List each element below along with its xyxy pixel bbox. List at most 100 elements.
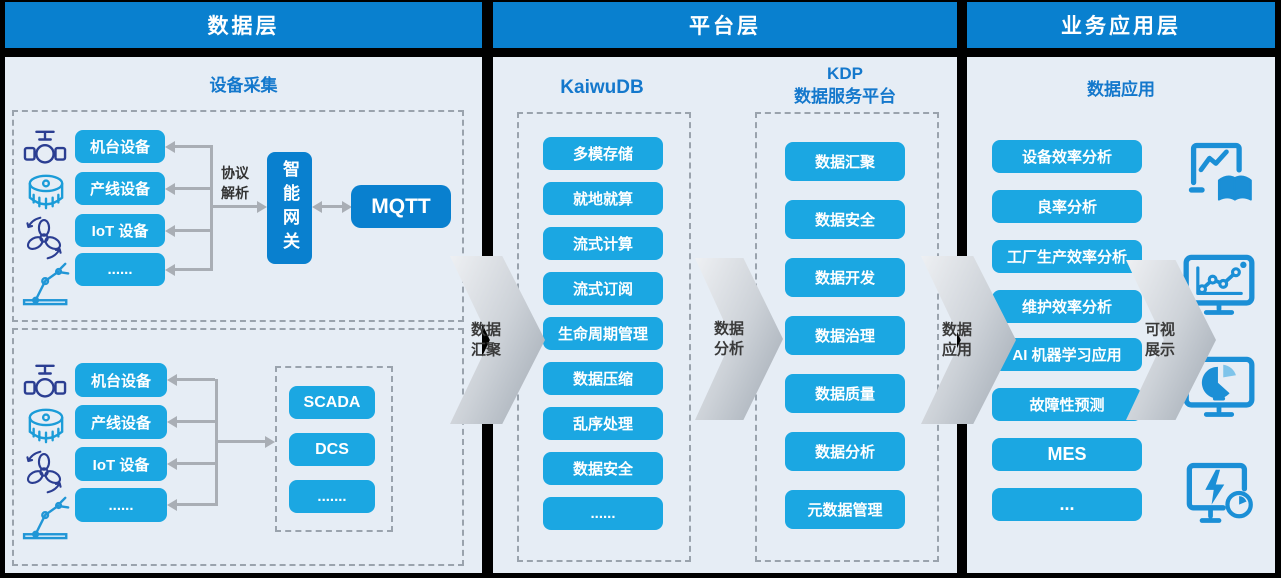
app-node: 故障性预测	[992, 388, 1142, 421]
arrowhead	[167, 499, 177, 511]
device-collection-subtitle: 设备采集	[209, 76, 278, 95]
connector-line	[210, 145, 213, 271]
arrowhead	[312, 201, 322, 213]
kdp-feature: 数据开发	[785, 258, 905, 297]
mes-node: MES	[992, 438, 1142, 471]
connector-line	[177, 378, 215, 381]
flow-arrow-label: 数据 应用	[929, 321, 985, 360]
kaiwudb-title: KaiwuDB	[560, 77, 644, 98]
kaiwudb-feature: 多模存储	[543, 137, 663, 170]
fan-icon	[19, 215, 69, 261]
kaiwudb-feature: 数据压缩	[543, 362, 663, 395]
arrowhead	[167, 374, 177, 386]
device-node: IoT 设备	[75, 447, 167, 481]
device-node: ......	[75, 253, 165, 286]
kaiwudb-feature: 数据安全	[543, 452, 663, 485]
flow-label-line: 数据	[713, 320, 744, 338]
connector-line	[175, 145, 213, 148]
valve-icon	[21, 363, 69, 405]
flow-label-line: 数据	[941, 321, 972, 339]
device-node: 产线设备	[75, 405, 167, 439]
monitor-line-chart-icon	[1183, 253, 1255, 319]
kaiwudb-feature: 生命周期管理	[543, 317, 663, 350]
kaiwudb-feature: ......	[543, 497, 663, 530]
arrowhead	[165, 225, 175, 237]
arrowhead	[257, 201, 267, 213]
connector-line	[175, 268, 213, 271]
arrowhead	[165, 183, 175, 195]
more-systems-node: .......	[289, 480, 375, 513]
gateway-group-box	[12, 110, 464, 322]
arrowhead	[342, 201, 352, 213]
connector-line	[177, 503, 215, 506]
kaiwudb-feature: 乱序处理	[543, 407, 663, 440]
motor-icon	[25, 173, 67, 211]
data-layer-panel: 设备采集 机台设备 产线设备 IoT 设备	[5, 57, 482, 573]
robot-arm-icon	[22, 494, 76, 540]
flow-label-line: 数据	[470, 321, 501, 339]
app-node: 设备效率分析	[992, 140, 1142, 173]
kaiwudb-feature: 就地就算	[543, 182, 663, 215]
dcs-node: DCS	[289, 433, 375, 466]
device-node: IoT 设备	[75, 214, 165, 247]
arrowhead	[165, 264, 175, 276]
app-node: 工厂生产效率分析	[992, 240, 1142, 273]
business-layer-header: 业务应用层	[967, 2, 1275, 48]
kdp-feature: 数据分析	[785, 432, 905, 471]
flow-arrow-label: 数据 汇聚	[458, 321, 514, 360]
connector-line	[215, 440, 265, 443]
flow-arrow-label: 数据 分析	[702, 320, 756, 359]
connector-line	[210, 205, 258, 208]
platform-layer-panel: KaiwuDB KDP 数据服务平台 多模存储 就地就算 流式计算 流式订阅 生…	[493, 57, 957, 573]
report-chart-icon	[1183, 140, 1255, 206]
kdp-title: KDP 数据服务平台	[755, 63, 935, 109]
flow-label-line: 展示	[1144, 341, 1175, 358]
scada-group-box	[12, 328, 464, 566]
kdp-feature: 数据治理	[785, 316, 905, 355]
platform-layer-header: 平台层	[493, 2, 957, 48]
device-node: ......	[75, 488, 167, 522]
motor-icon	[25, 407, 67, 445]
kdp-feature: 数据安全	[785, 200, 905, 239]
arrowhead	[167, 416, 177, 428]
business-layer-panel: 数据应用 设备效率分析 良率分析 工厂生产效率分析 维护效率分析 AI 机器学习…	[967, 57, 1275, 573]
scada-node: SCADA	[289, 386, 375, 419]
data-application-subtitle: 数据应用	[1087, 80, 1155, 99]
flow-label-line: 汇聚	[470, 341, 501, 358]
connector-line	[177, 462, 215, 465]
device-node: 机台设备	[75, 130, 165, 163]
monitor-energy-icon	[1183, 458, 1255, 528]
kdp-title-line1: KDP	[827, 64, 863, 83]
arrowhead	[165, 141, 175, 153]
connector-line	[177, 420, 215, 423]
bidirectional-line	[320, 205, 344, 208]
flow-label-line: 可视	[1144, 321, 1175, 339]
kdp-feature: 数据汇聚	[785, 142, 905, 181]
more-apps-node: ...	[992, 488, 1142, 521]
flow-label-line: 应用	[941, 341, 972, 358]
app-node: AI 机器学习应用	[992, 338, 1142, 371]
arrowhead	[167, 458, 177, 470]
data-layer-header: 数据层	[5, 2, 482, 48]
mqtt-node: MQTT	[351, 185, 451, 228]
flow-arrow-label: 可视 展示	[1133, 321, 1187, 360]
connector-line	[175, 187, 213, 190]
scada-systems-box	[275, 366, 393, 532]
fan-icon	[19, 449, 69, 495]
kdp-title-line2: 数据服务平台	[794, 86, 896, 106]
device-node: 机台设备	[75, 363, 167, 397]
kdp-feature: 数据质量	[785, 374, 905, 413]
device-node: 产线设备	[75, 172, 165, 205]
kaiwudb-feature: 流式计算	[543, 227, 663, 260]
arrowhead	[265, 436, 275, 448]
valve-icon	[21, 129, 69, 171]
app-node: 维护效率分析	[992, 290, 1142, 323]
app-node: 良率分析	[992, 190, 1142, 223]
protocol-parse-label: 协议解析	[221, 165, 249, 202]
smart-gateway-node: 智能网关	[267, 152, 312, 264]
robot-arm-icon	[22, 260, 76, 306]
kdp-feature: 元数据管理	[785, 490, 905, 529]
connector-line	[175, 229, 213, 232]
flow-label-line: 分析	[713, 340, 744, 357]
kaiwudb-feature: 流式订阅	[543, 272, 663, 305]
